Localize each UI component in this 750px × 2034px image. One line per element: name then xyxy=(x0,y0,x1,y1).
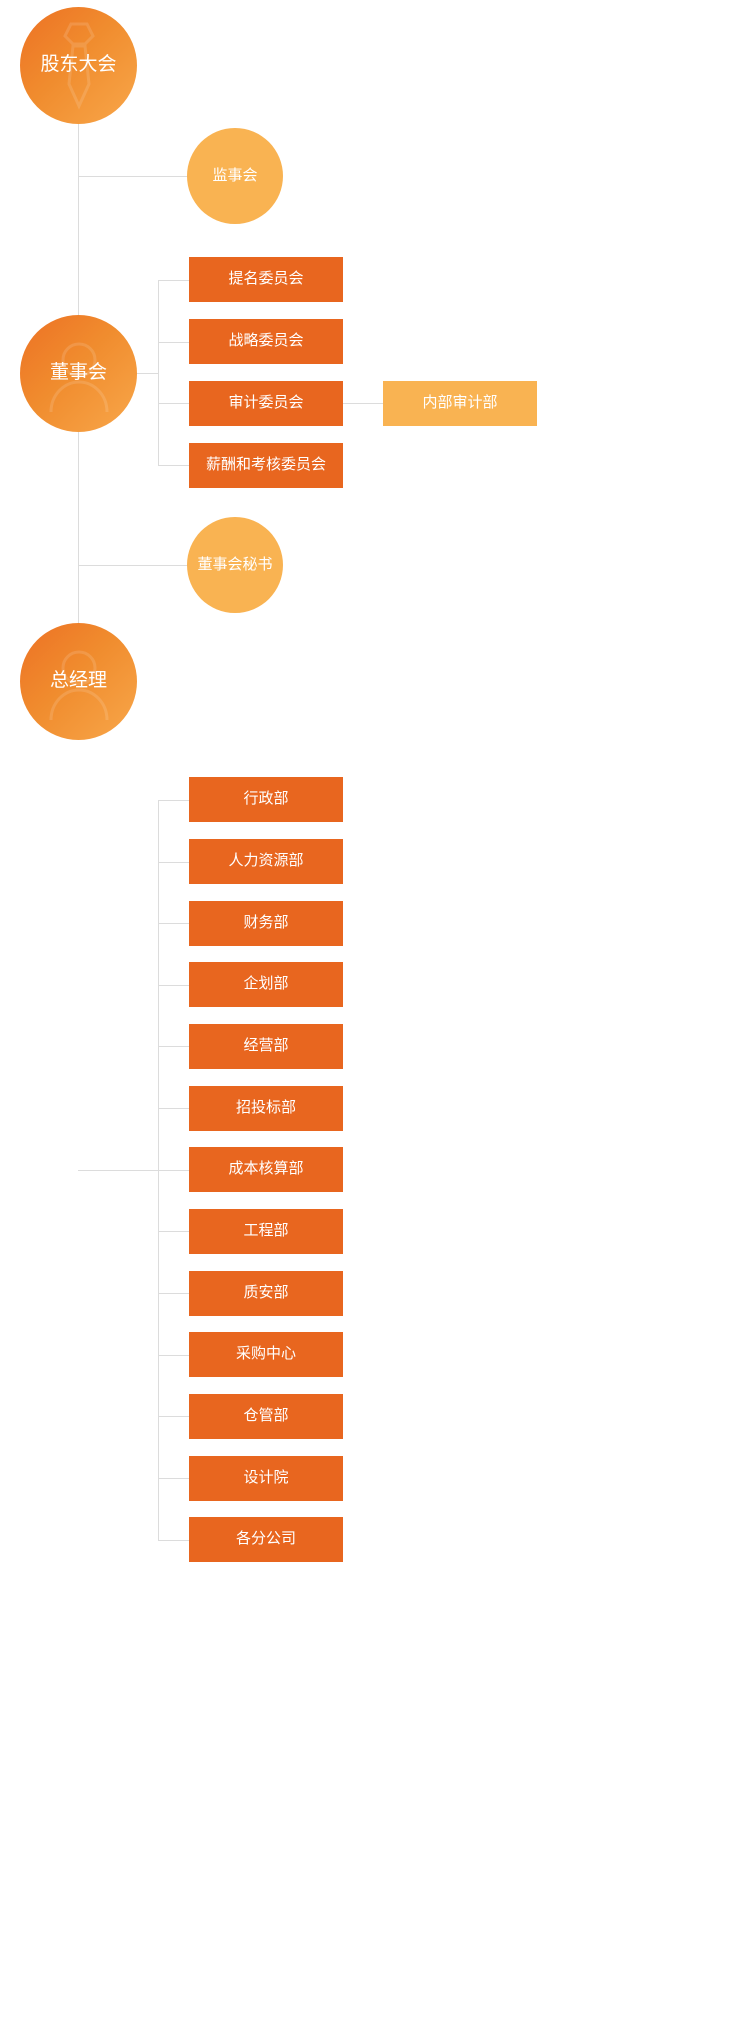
node-label: 股东大会 xyxy=(40,54,117,76)
node-label: 薪酬和考核委员会 xyxy=(205,456,326,474)
node-internal-audit-department[interactable]: 内部审计部 xyxy=(383,381,537,426)
node-committee-strategy[interactable]: 战略委员会 xyxy=(189,319,343,364)
node-board-secretary[interactable]: 董事会秘书 xyxy=(187,517,283,613)
node-label: 采购中心 xyxy=(235,1345,296,1363)
node-label: 董事会秘书 xyxy=(197,556,273,573)
node-department-finance[interactable]: 财务部 xyxy=(189,901,343,946)
node-label: 董事会 xyxy=(49,362,107,384)
node-board-of-directors[interactable]: 董事会 xyxy=(20,315,137,432)
connector-department-2 xyxy=(158,862,189,863)
connector-board-to-secretary xyxy=(78,565,188,566)
node-label: 财务部 xyxy=(243,914,289,932)
node-department-quality-safety[interactable]: 质安部 xyxy=(189,1271,343,1316)
connector-department-8 xyxy=(158,1231,189,1232)
node-department-cost-accounting[interactable]: 成本核算部 xyxy=(189,1147,343,1192)
connector-department-5 xyxy=(158,1046,189,1047)
node-label: 工程部 xyxy=(243,1222,289,1240)
node-label: 仓管部 xyxy=(243,1407,289,1425)
connector-committee-3 xyxy=(158,403,189,404)
node-label: 内部审计部 xyxy=(422,394,498,412)
node-department-procurement-center[interactable]: 采购中心 xyxy=(189,1332,343,1377)
node-department-planning[interactable]: 企划部 xyxy=(189,962,343,1007)
node-department-human-resources[interactable]: 人力资源部 xyxy=(189,839,343,884)
node-label: 成本核算部 xyxy=(228,1160,304,1178)
connector-gm-stub xyxy=(78,1170,159,1171)
node-label: 审计委员会 xyxy=(228,394,304,412)
node-label: 监事会 xyxy=(212,167,258,184)
node-label: 人力资源部 xyxy=(228,852,304,870)
connector-department-9 xyxy=(158,1293,189,1294)
node-department-branch-companies[interactable]: 各分公司 xyxy=(189,1517,343,1562)
node-label: 提名委员会 xyxy=(228,270,304,288)
node-department-design-institute[interactable]: 设计院 xyxy=(189,1456,343,1501)
connector-committee-1 xyxy=(158,280,189,281)
connector-shareholders-to-supervisory xyxy=(78,176,188,177)
node-label: 设计院 xyxy=(243,1469,289,1487)
node-label: 质安部 xyxy=(243,1284,289,1302)
node-label: 总经理 xyxy=(49,670,107,692)
connector-department-6 xyxy=(158,1108,189,1109)
connector-board-stub xyxy=(119,373,159,374)
connector-department-3 xyxy=(158,923,189,924)
node-department-operations[interactable]: 经营部 xyxy=(189,1024,343,1069)
connector-committee-4 xyxy=(158,465,189,466)
node-department-warehouse[interactable]: 仓管部 xyxy=(189,1394,343,1439)
node-department-administration[interactable]: 行政部 xyxy=(189,777,343,822)
connector-committee-2 xyxy=(158,342,189,343)
connector-committee-spine xyxy=(158,280,159,466)
node-label: 经营部 xyxy=(243,1037,289,1055)
connector-department-1 xyxy=(158,800,189,801)
node-supervisory-board[interactable]: 监事会 xyxy=(187,128,283,224)
connector-department-7 xyxy=(158,1170,189,1171)
node-shareholders-meeting[interactable]: 股东大会 xyxy=(20,7,137,124)
connector-department-11 xyxy=(158,1416,189,1417)
connector-department-4 xyxy=(158,985,189,986)
node-label: 招投标部 xyxy=(235,1099,296,1117)
node-label: 各分公司 xyxy=(235,1530,296,1548)
node-department-bidding[interactable]: 招投标部 xyxy=(189,1086,343,1131)
connector-department-12 xyxy=(158,1478,189,1479)
connector-audit-to-internal-audit xyxy=(343,403,383,404)
node-committee-audit[interactable]: 审计委员会 xyxy=(189,381,343,426)
node-committee-nomination[interactable]: 提名委员会 xyxy=(189,257,343,302)
node-label: 企划部 xyxy=(243,975,289,993)
node-label: 战略委员会 xyxy=(228,332,304,350)
node-department-engineering[interactable]: 工程部 xyxy=(189,1209,343,1254)
node-general-manager[interactable]: 总经理 xyxy=(20,623,137,740)
node-label: 行政部 xyxy=(243,790,289,808)
connector-department-13 xyxy=(158,1540,189,1541)
node-committee-compensation[interactable]: 薪酬和考核委员会 xyxy=(189,443,343,488)
connector-department-10 xyxy=(158,1355,189,1356)
